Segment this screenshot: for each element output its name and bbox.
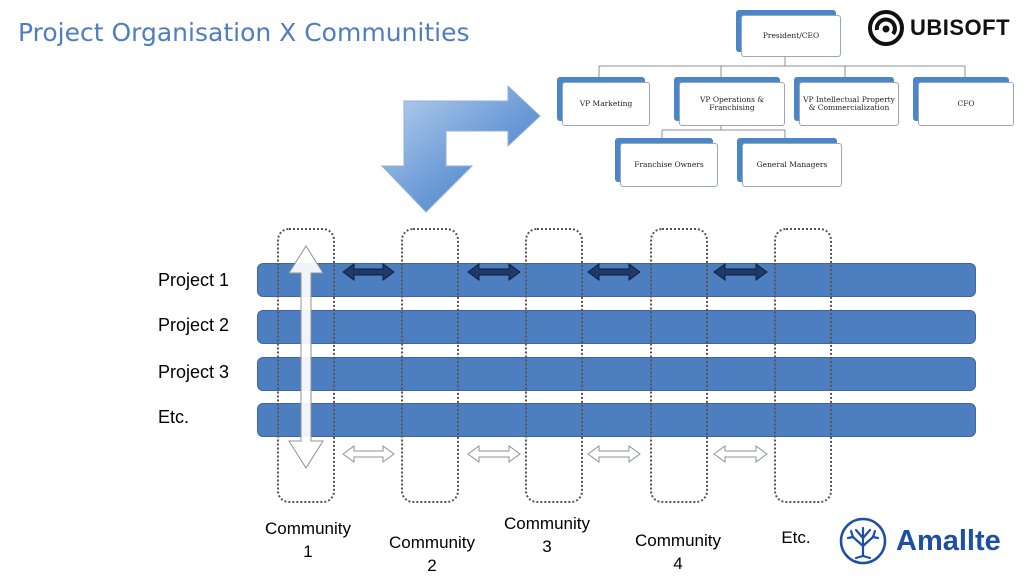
community-column	[277, 228, 335, 503]
amallte-logo: Amallte	[838, 516, 1001, 566]
outline-double-arrow-icon	[342, 445, 395, 463]
community-column	[401, 228, 459, 503]
org-box-vp-marketing: VP Marketing	[562, 82, 650, 126]
project-bar	[257, 310, 976, 344]
project-label: Project 3	[158, 362, 230, 382]
outline-double-arrow-icon	[467, 445, 521, 463]
project-label: Etc.	[158, 407, 190, 427]
community-column	[525, 228, 583, 503]
community-name: Community	[265, 519, 351, 538]
project-bar	[257, 357, 976, 391]
project-label: Project 2	[158, 315, 230, 335]
outline-double-arrow-icon	[587, 445, 641, 463]
amallte-logo-text: Amallte	[896, 524, 1001, 557]
community-column	[774, 228, 832, 503]
community-label: Community 1	[256, 517, 360, 563]
project-bar	[257, 403, 976, 437]
community-number: 2	[427, 556, 437, 575]
amallte-tree-icon	[839, 517, 887, 565]
org-box-ceo: President/CEO	[741, 15, 841, 57]
dark-double-arrow-icon	[467, 263, 521, 281]
community-name: Community	[389, 533, 475, 552]
page-title: Project Organisation X Communities	[18, 18, 470, 47]
community-name: Etc.	[781, 528, 811, 547]
community-name: Community	[635, 531, 721, 550]
project-label: Project 1	[158, 270, 230, 290]
community-name: Community	[504, 514, 590, 533]
vertical-double-arrow-icon	[288, 245, 324, 469]
org-box-cfo: CFO	[918, 82, 1014, 126]
hierarchy-to-matrix-arrow-icon	[380, 84, 541, 213]
ubisoft-logo-text: UBISOFT	[910, 15, 1011, 40]
org-box-general-managers: General Managers	[742, 143, 842, 187]
outline-double-arrow-icon	[713, 445, 768, 463]
dark-double-arrow-icon	[587, 263, 641, 281]
community-column	[650, 228, 708, 503]
community-label: Community 2	[380, 531, 484, 577]
community-number: 1	[303, 542, 313, 561]
community-label: Community 3	[495, 512, 599, 558]
dark-double-arrow-icon	[713, 263, 768, 281]
community-number: 3	[542, 537, 552, 556]
dark-double-arrow-icon	[342, 263, 395, 281]
ubisoft-logo: UBISOFT	[868, 10, 1010, 46]
org-box-franchise-owners: Franchise Owners	[620, 143, 718, 187]
ubisoft-swirl-icon	[868, 10, 904, 46]
community-number: 4	[673, 554, 683, 573]
org-box-vp-operations: VP Operations & Franchising	[679, 82, 785, 126]
org-box-vp-ip: VP Intellectual Property & Commercializa…	[799, 82, 899, 126]
community-label: Etc.	[774, 526, 818, 549]
community-label: Community 4	[626, 529, 730, 575]
